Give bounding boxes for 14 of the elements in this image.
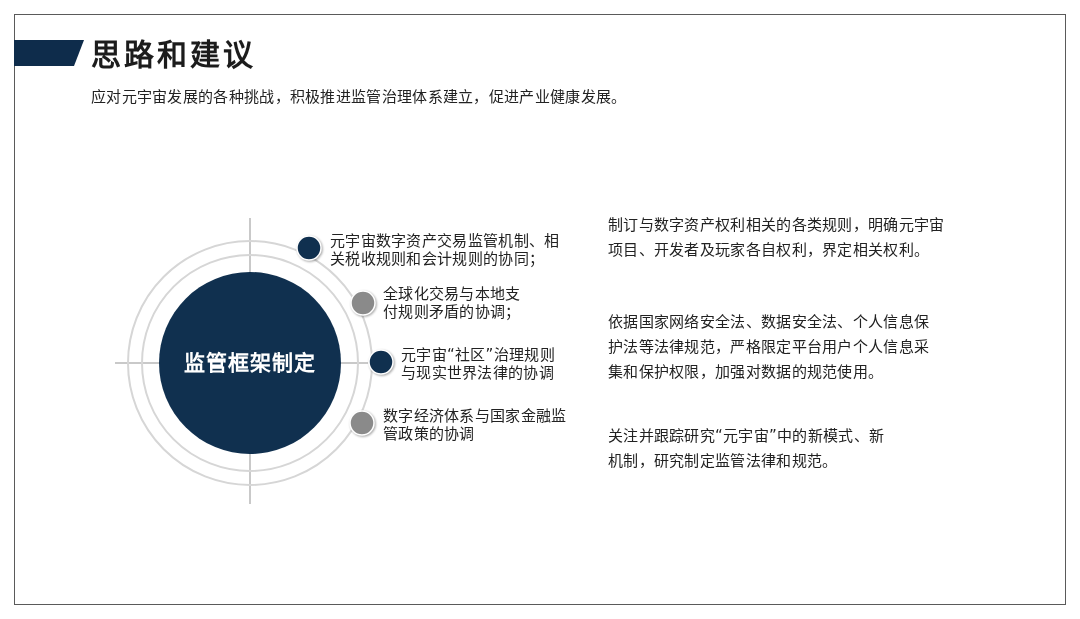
title: 思路和建议 bbox=[91, 37, 256, 73]
bullet-dot bbox=[368, 349, 394, 375]
item-text: 元宇宙数字资产交易监管机制、相关税收规则和会计规则的协同； bbox=[330, 232, 561, 268]
bullet-dot bbox=[350, 290, 376, 316]
bullet-dot bbox=[296, 235, 322, 261]
item-text: 全球化交易与本地支付规则矛盾的协调； bbox=[383, 285, 522, 321]
paragraph: 制订与数字资产权利相关的各类规则，明确元宇宙项目、开发者及玩家各自权利，界定相关权利。 bbox=[608, 215, 946, 261]
bullet-dot bbox=[349, 410, 375, 436]
center-circle: 监管框架制定 bbox=[158, 271, 342, 455]
item-text: 数字经济体系与国家金融监管政策的协调 bbox=[383, 407, 568, 443]
paragraph: 关注并跟踪研究“元宇宙”中的新模式、新机制，研究制定监管法律和规范。 bbox=[608, 426, 886, 472]
item-text: 元宇宙“社区”治理规则与现实世界法律的协调 bbox=[401, 346, 556, 382]
subtitle: 应对元宇宙发展的各种挑战，积极推进监管治理体系建立，促进产业健康发展。 bbox=[91, 87, 627, 107]
paragraph: 依据国家网络安全法、数据安全法、个人信息保护法等法律规范，严格限定平台用户个人信息采集和保护权限，加强对数据的规范使用。 bbox=[608, 312, 931, 383]
